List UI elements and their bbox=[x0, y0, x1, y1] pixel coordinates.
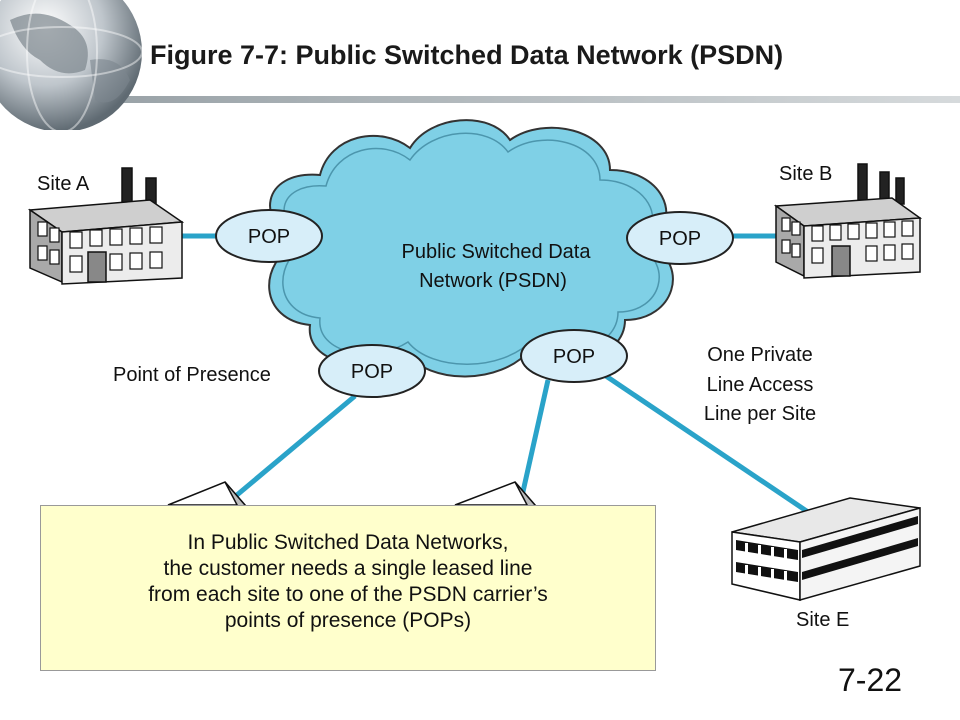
pop-label: POP bbox=[248, 226, 290, 248]
pop-label: POP bbox=[351, 361, 393, 383]
factory-building-icon bbox=[27, 167, 185, 285]
access-label-line2: Line Access bbox=[707, 374, 814, 396]
line-site-e bbox=[598, 369, 810, 515]
pop-label: POP bbox=[553, 346, 595, 368]
pop-top-right: POP bbox=[626, 211, 734, 265]
access-label-line3: Line per Site bbox=[704, 403, 816, 425]
slide-title: Figure 7-7: Public Switched Data Network… bbox=[150, 40, 784, 70]
pop-label: POP bbox=[659, 228, 701, 250]
slide-number: 7-22 bbox=[838, 662, 903, 698]
point-of-presence-label: Point of Presence bbox=[113, 364, 271, 386]
line-left-site bbox=[223, 394, 357, 507]
site-b: Site B bbox=[773, 163, 923, 279]
access-label-line1: One Private bbox=[707, 344, 813, 366]
site-e-label: Site E bbox=[796, 609, 849, 631]
cloud-label-line2: Network (PSDN) bbox=[419, 270, 567, 292]
callout-line: points of presence (POPs) bbox=[224, 609, 472, 632]
site-b-label: Site B bbox=[779, 163, 832, 185]
site-a-label: Site A bbox=[37, 173, 90, 195]
callout-line: the customer needs a single leased line bbox=[163, 557, 533, 580]
site-a: Site A bbox=[27, 167, 185, 285]
access-lines bbox=[178, 233, 810, 515]
factory-building-icon bbox=[773, 163, 923, 279]
line-middle-site bbox=[517, 379, 551, 506]
globe-icon bbox=[0, 0, 143, 130]
pop-bottom-left: POP bbox=[318, 344, 426, 398]
site-e: Site E bbox=[731, 497, 921, 631]
callout-line: from each site to one of the PSDN carrie… bbox=[148, 583, 548, 606]
header-rule bbox=[120, 96, 960, 103]
psdn-cloud: Public Switched Data Network (PSDN) bbox=[268, 119, 674, 378]
callout-line: In Public Switched Data Networks, bbox=[187, 531, 509, 554]
office-building-icon bbox=[731, 497, 921, 601]
cloud-label-line1: Public Switched Data bbox=[402, 241, 592, 263]
header-decoration bbox=[0, 0, 960, 130]
pop-top-left: POP bbox=[215, 209, 323, 263]
callout-box: In Public Switched Data Networks, the cu… bbox=[40, 505, 656, 671]
pop-bottom-right: POP bbox=[520, 329, 628, 383]
